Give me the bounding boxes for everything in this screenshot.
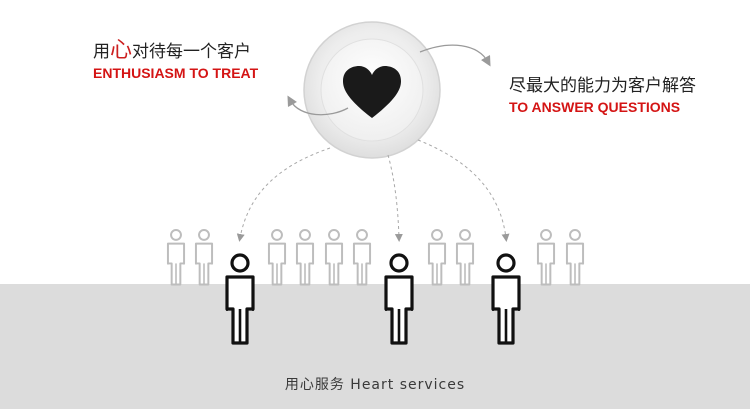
floor-band: [0, 284, 750, 409]
footer-caption: 用心服务 Heart services: [284, 377, 466, 393]
curve-arrow-left: [287, 95, 349, 116]
person-icon: [194, 228, 214, 286]
person-icon: [324, 228, 344, 286]
person-icon: [267, 228, 287, 286]
right-caption-en: TO ANSWER QUESTIONS: [509, 99, 681, 115]
right-caption-cn: 尽最大的能力为客户解答: [509, 76, 696, 95]
left-caption-cn-prefix: 用: [93, 42, 110, 61]
left-caption-en: ENTHUSIASM TO TREAT: [93, 65, 259, 81]
caption-right: 尽最大的能力为客户解答 TO ANSWER QUESTIONS: [509, 76, 696, 116]
left-caption-cn-accent: 心: [110, 37, 133, 62]
person-icon: [565, 228, 585, 286]
person-icon: [295, 228, 315, 286]
person-icon: [536, 228, 556, 286]
curve-arrow-right: [419, 44, 491, 67]
person-icon: [427, 228, 447, 286]
left-caption-cn: 用心对待每一个客户: [93, 37, 258, 62]
person-icon: [491, 253, 521, 345]
left-caption-cn-suffix: 对待每一个客户: [132, 42, 252, 61]
person-icon: [455, 228, 475, 286]
dashed-arrow-left: [236, 147, 331, 242]
person-icon: [352, 228, 372, 286]
person-icon: [384, 253, 414, 345]
caption-left: 用心对待每一个客户 ENTHUSIASM TO TREAT: [93, 37, 259, 82]
person-icon: [166, 228, 186, 286]
heart-icon: [343, 66, 401, 118]
person-icon: [225, 253, 255, 345]
dashed-arrow-center: [387, 154, 403, 242]
dashed-arrow-right: [417, 139, 510, 242]
